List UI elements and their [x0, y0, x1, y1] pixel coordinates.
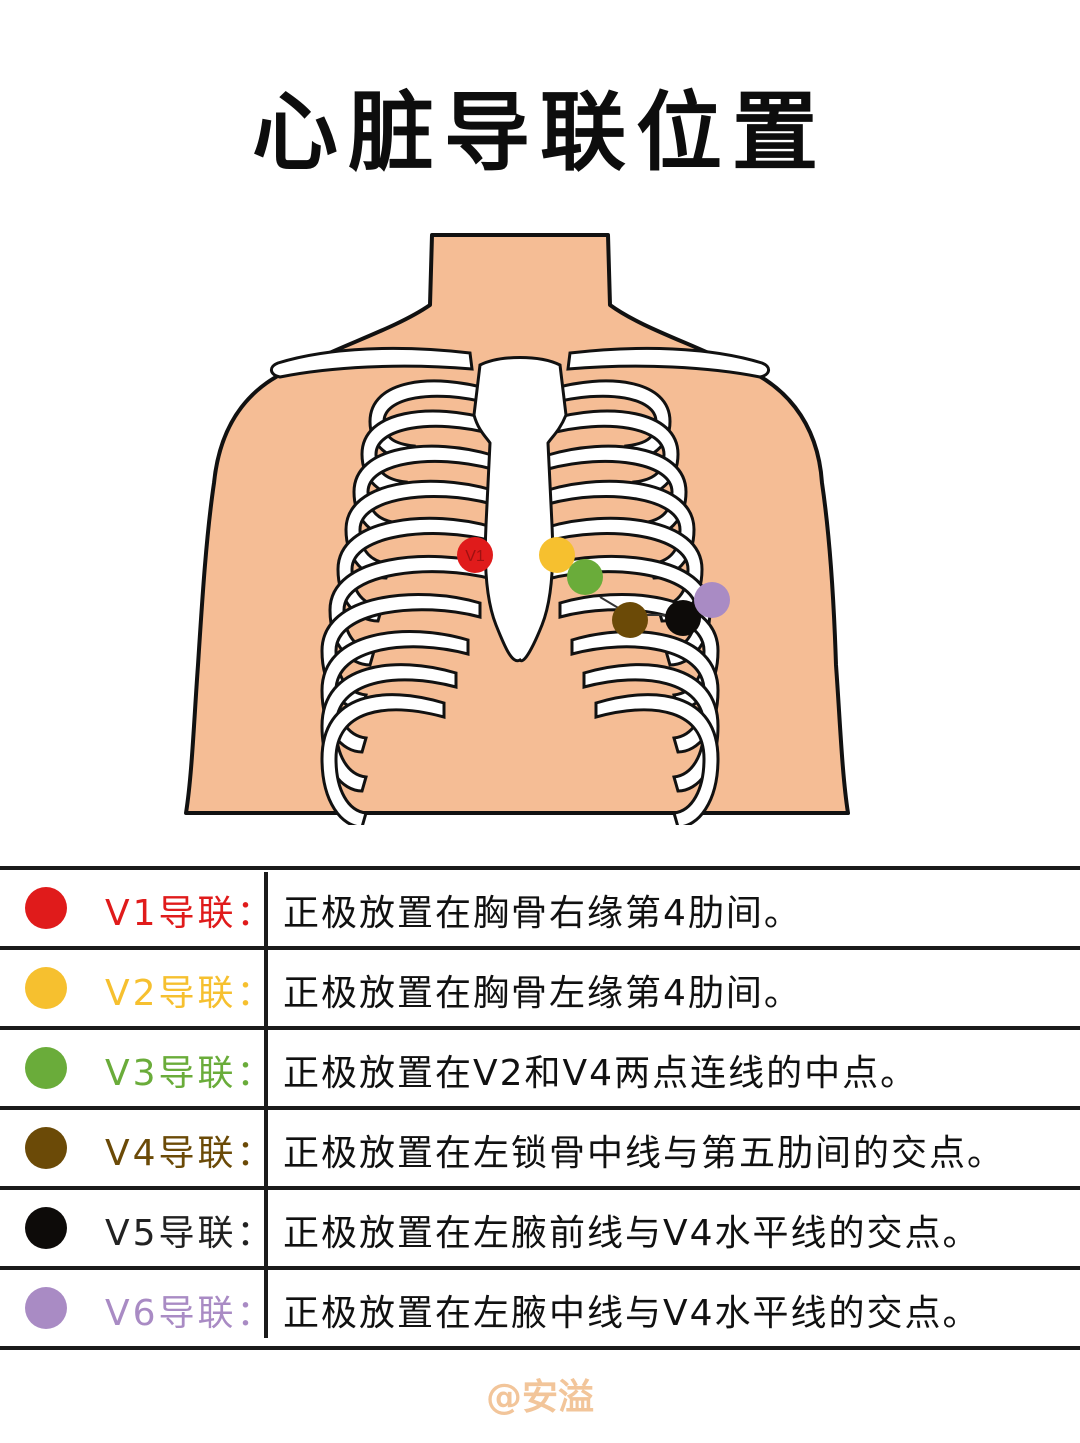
- rib-cage: [320, 379, 720, 825]
- electrode-markers: V1: [457, 537, 730, 638]
- lead-color-dot: [25, 887, 67, 929]
- rib: [336, 516, 494, 623]
- lead-description: 正极放置在V2和V4两点连线的中点。: [283, 1053, 919, 1094]
- lead-legend-table: V1导联：正极放置在胸骨右缘第4肋间。V2导联：正极放置在胸骨左缘第4肋间。V3…: [0, 866, 1080, 1350]
- lead-description: 正极放置在左腋前线与V4水平线的交点。: [283, 1213, 981, 1254]
- rib: [582, 663, 720, 793]
- rib: [570, 630, 720, 754]
- rib: [546, 516, 704, 623]
- watermark: @安溢: [485, 1377, 594, 1418]
- legend-row: V4导联：正极放置在左锁骨中线与第五肋间的交点。: [0, 1106, 1080, 1186]
- legend-divider: [264, 872, 268, 1338]
- lead-name: V1导联：: [105, 893, 276, 934]
- lead-description: 正极放置在左腋中线与V4水平线的交点。: [283, 1293, 981, 1334]
- legend-row: V6导联：正极放置在左腋中线与V4水平线的交点。: [0, 1266, 1080, 1350]
- sternum: [472, 356, 568, 663]
- electrode-v6: [694, 582, 730, 618]
- lead-name: V4导联：: [105, 1133, 276, 1174]
- lead-name: V3导联：: [105, 1053, 276, 1094]
- electrode-v5: [665, 600, 701, 636]
- lead-color-dot: [25, 1207, 67, 1249]
- page-title: 心脏导联位置: [252, 83, 828, 183]
- legend-row: V2导联：正极放置在胸骨左缘第4肋间。: [0, 946, 1080, 1026]
- chest-diagram: V1: [184, 233, 850, 825]
- lead-color-dot: [25, 1287, 67, 1329]
- rib: [594, 693, 720, 825]
- lead-description: 正极放置在胸骨右缘第4肋间。: [283, 893, 802, 934]
- legend-row: V1导联：正极放置在胸骨右缘第4肋间。: [0, 866, 1080, 946]
- lead-name: V5导联：: [105, 1213, 276, 1254]
- right-clavicle: [270, 346, 474, 379]
- electrode-v1: [457, 537, 493, 573]
- lead-description: 正极放置在左锁骨中线与第五肋间的交点。: [283, 1133, 1006, 1174]
- legend-row: V3导联：正极放置在V2和V4两点连线的中点。: [0, 1026, 1080, 1106]
- rib: [320, 663, 458, 793]
- left-clavicle: [566, 346, 770, 379]
- rib: [320, 693, 446, 825]
- lead-name: V2导联：: [105, 973, 276, 1014]
- lead-description: 正极放置在胸骨左缘第4肋间。: [283, 973, 802, 1014]
- electrode-label: V1: [465, 548, 485, 565]
- electrode-v4: [612, 602, 648, 638]
- rib: [320, 630, 470, 754]
- legend-row: V5导联：正极放置在左腋前线与V4水平线的交点。: [0, 1186, 1080, 1266]
- lead-color-dot: [25, 1047, 67, 1089]
- electrode-v3: [567, 559, 603, 595]
- lead-color-dot: [25, 1127, 67, 1169]
- electrode-v2: [539, 537, 575, 573]
- lead-name: V6导联：: [105, 1293, 276, 1334]
- lead-color-dot: [25, 967, 67, 1009]
